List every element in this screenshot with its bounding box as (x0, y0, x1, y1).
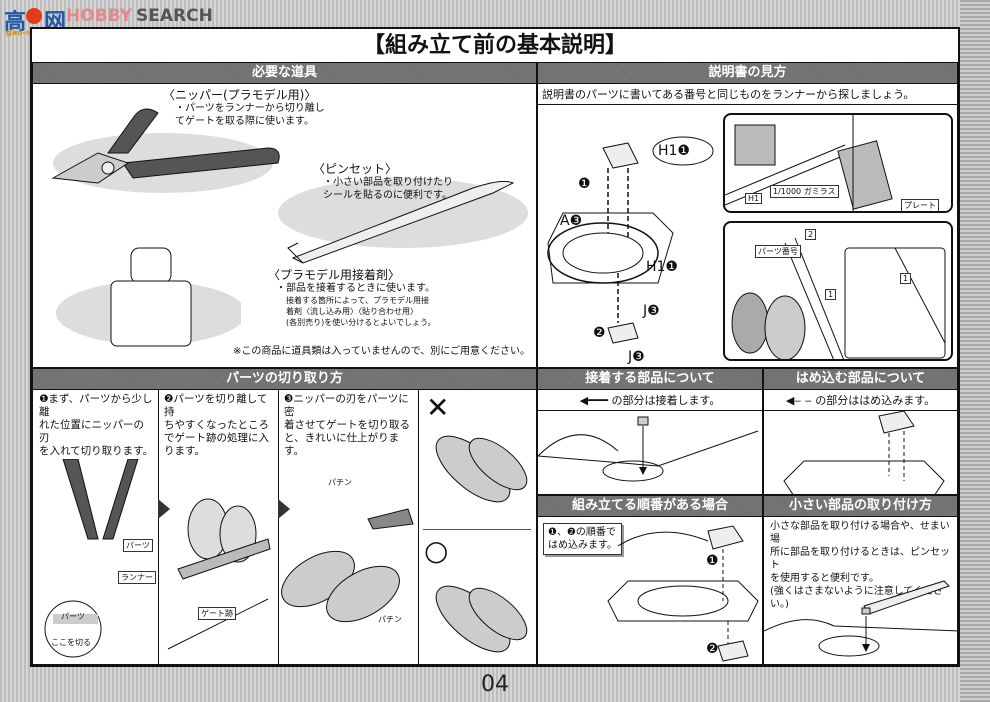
small-parts-illustration (764, 580, 957, 657)
glue-illustration (538, 416, 759, 482)
nipper-illustration (51, 108, 280, 193)
background-stripe (960, 0, 990, 702)
gate-tag: ゲート跡 (198, 607, 236, 620)
watermark-hobby: HOBBY (66, 6, 133, 26)
tweezers-desc: ・小さい部品を取り付けたり シールを貼るのに便利です。 (323, 177, 453, 201)
watermark-logo: 高 (4, 10, 26, 35)
cutting-step-1: ❶まず、パーツから少し離 れた位置にニッパーの刃 を入れて切り取ります。 パーツ… (33, 389, 159, 664)
runner-parts-illustration (731, 237, 946, 359)
frame-assembly-illustration (547, 136, 714, 344)
runner-closeup-top: H1 1/1000 ガミラス プレート (723, 113, 953, 213)
cut-step1-illustration (44, 459, 139, 658)
glue-header: 接着する部品について (538, 369, 762, 390)
howto-header: 説明書の見方 (538, 63, 957, 84)
sfx-snap-1: パチン (328, 478, 352, 487)
wrong-cut-illustration (435, 435, 528, 503)
step2-marker: ❷ (593, 325, 606, 341)
nipper-text: 〈ニッパー(プラモデル用)〉 ・パーツをランナーから切り離し てゲートを取る際に… (163, 89, 325, 128)
snap-illustration (783, 411, 945, 494)
small-parts-desc: 小さな部品を取り付ける場合や、せまい場 所に部品を取り付けるときは、ピンセット … (770, 521, 950, 610)
parts-tag: パーツ (123, 539, 153, 552)
tweezers-text: 〈ピンセット〉 ・小さい部品を取り付けたり シールを貼るのに便利です。 (313, 163, 453, 202)
order-step1-marker: ❶ (706, 553, 719, 569)
h1-callout-label: H1❶ (658, 143, 690, 159)
nipper-title: 〈ニッパー(プラモデル用)〉 (163, 88, 317, 102)
tweezers-title: 〈ピンセット〉 (313, 162, 398, 176)
cutting-header: パーツの切り取り方 (33, 369, 536, 390)
glue-legend: ◀━━━ の部分は接着します。 (538, 390, 762, 411)
small-parts-panel: 小さい部品の取り付け方 小さな部品を取り付ける場合や、せまい場 所に部品を取り付… (763, 495, 958, 665)
small-parts-header: 小さい部品の取り付け方 (764, 496, 957, 517)
sfx-snap-2: パチン (378, 615, 402, 624)
runner-num-1: 1 (825, 289, 837, 300)
part-number-tag: パーツ番号 (755, 245, 801, 258)
scale-runner-tag: 1/1000 ガミラス (770, 185, 839, 198)
cutting-step-2: ❷パーツを切り離して持 ちやすくなったところ でゲート跡の処理に入 ります。 ゲ… (158, 389, 279, 664)
order-panel: 組み立てる順番がある場合 ❶、❷の順番で はめ込みます。 ❶ ❷ (537, 495, 763, 665)
tools-header: 必要な道具 (33, 63, 536, 84)
solid-arrow-icon: ◀━━━ (579, 394, 612, 407)
order-note: ❶、❷の順番で はめ込みます。 (543, 523, 622, 555)
runner-num-2: 2 (805, 229, 817, 240)
dashed-arrow-icon: ◀‒ ‒ (785, 394, 816, 407)
step1-marker: ❶ (578, 176, 591, 192)
order-header: 組み立てる順番がある場合 (538, 496, 762, 517)
runner-num-1-zoom: 1 (900, 273, 912, 284)
tools-footnote: ※この商品に道具類は入っていませんので、別にご用意ください。 (233, 346, 530, 357)
h1-label: H1❶ (646, 259, 678, 275)
compare-divider (423, 529, 531, 530)
cutting-step-2-text: ❷パーツを切り離して持 ちやすくなったところ でゲート跡の処理に入 ります。 (164, 393, 269, 457)
wrong-mark-icon: ✕ (426, 391, 450, 424)
cut-here-label: ここを切る (51, 638, 91, 647)
tweezers-illustration (278, 178, 528, 264)
a3-label: A❸ (560, 213, 583, 229)
cutting-step-3: ❸ニッパーの刃をパーツに密 着させてゲートを切り取る と、きれいに仕上がります。… (278, 389, 419, 664)
j3-label-a: J❸ (643, 303, 660, 319)
runner-closeup-bottom: パーツ番号 2 1 1 (723, 221, 953, 361)
snap-desc: の部分ははめ込みます。 (815, 394, 936, 407)
runner-illustration (725, 115, 893, 211)
plate-tag: プレート (901, 199, 939, 211)
watermark-search: SEARCH (136, 6, 213, 26)
page-number: 04 (481, 672, 509, 697)
cutting-compare: ✕ ○ (418, 389, 536, 664)
cutting-panel: パーツの切り取り方 ❶まず、パーツから少し離 れた位置にニッパーの刃 を入れて切… (32, 368, 537, 665)
order-step2-marker: ❷ (706, 641, 719, 657)
order-illustration (607, 525, 759, 662)
runner-tag: ランナー (118, 571, 156, 584)
cut-step2-illustration (158, 498, 271, 650)
correct-cut-illustration (435, 585, 528, 653)
j3-label-b: J❸ (628, 349, 645, 365)
snap-header: はめ込む部品について (764, 369, 957, 390)
howto-panel: 説明書の見方 説明書のパーツに書いてある番号と同じものをランナーから探しましょう… (537, 62, 958, 368)
snap-legend: ◀‒ ‒ の部分ははめ込みます。 (764, 390, 957, 411)
tools-panel: 必要な道具 〈ニッパー(プラモデル用)〉 ・パーツをランナーから切り離し てゲー… (32, 62, 537, 368)
cement-bottle-illustration (56, 247, 241, 347)
cement-title: 〈プラモデル用接着剤〉 (268, 268, 401, 282)
page-title: 【組み立て前の基本説明】 (362, 32, 627, 58)
cement-text: 〈プラモデル用接着剤〉 ・部品を接着するときに使います。 接着する箇所によって、… (268, 269, 436, 328)
cement-note: 接着する箇所によって、プラモデル用接 着剤〈流し込み用〉〈貼り合わせ用〉 (各別… (286, 296, 436, 327)
cutting-step-3-text: ❸ニッパーの刃をパーツに密 着させてゲートを切り取る と、きれいに仕上がります。 (284, 393, 410, 457)
inset-parts-label: パーツ (61, 612, 85, 621)
snap-panel: はめ込む部品について ◀‒ ‒ の部分ははめ込みます。 (763, 368, 958, 495)
right-mark-icon: ○ (424, 534, 449, 567)
glue-panel: 接着する部品について ◀━━━ の部分は接着します。 (537, 368, 763, 495)
h1-runner-tag: H1 (745, 193, 763, 204)
cement-desc: ・部品を接着するときに使います。 (276, 283, 435, 294)
glue-desc: の部分は接着します。 (611, 394, 721, 407)
nipper-desc: ・パーツをランナーから切り離し てゲートを取る際に使います。 (175, 103, 325, 127)
cutting-step-1-text: ❶まず、パーツから少し離 れた位置にニッパーの刃 を入れて切り取ります。 (39, 393, 154, 457)
instruction-sheet: 【組み立て前の基本説明】 必要な道具 〈ニッパー(プラモデル用)〉 ・パーツをラ… (30, 27, 960, 667)
gear-icon (26, 8, 43, 24)
cut-step3-illustration (278, 499, 414, 623)
howto-desc: 説明書のパーツに書いてある番号と同じものをランナーから探しましょう。 (538, 84, 957, 105)
